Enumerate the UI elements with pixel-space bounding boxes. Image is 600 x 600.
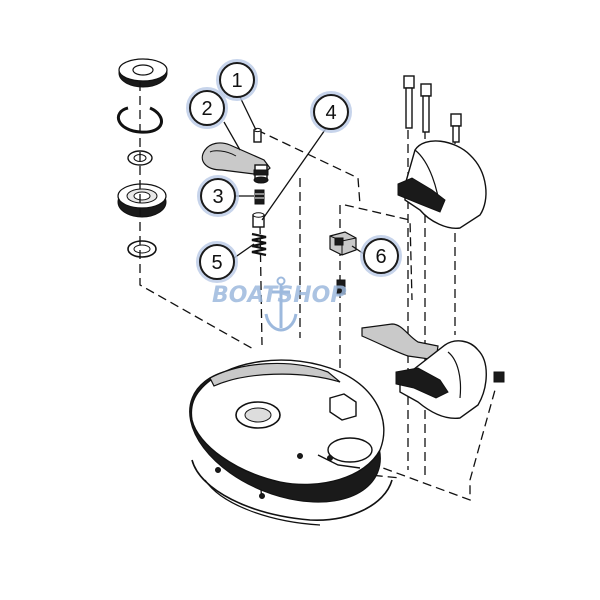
- callout-5: 5: [196, 241, 238, 283]
- shaped-plate: [361, 323, 439, 361]
- part-4-bushing: [252, 212, 265, 228]
- part-5-spring: [251, 232, 267, 257]
- callout-leaders: [223, 96, 365, 259]
- callout-1: 1: [216, 59, 258, 101]
- watermark-text: BOATSHOP: [212, 283, 346, 308]
- callout-4: 4: [310, 91, 352, 133]
- callout-label: 2: [201, 98, 212, 120]
- part-3-screw: [254, 189, 265, 205]
- anchor-icon: [264, 276, 298, 332]
- part-2-lever: [201, 142, 271, 184]
- callout-label: 5: [211, 252, 222, 274]
- callout-label: 6: [375, 246, 386, 268]
- part-6-block: [329, 231, 357, 295]
- upper-bracket: [397, 140, 487, 229]
- lower-bracket: [395, 340, 505, 419]
- callout-label: 1: [231, 70, 242, 92]
- callout-3: 3: [197, 175, 239, 217]
- main-housing: [189, 359, 385, 503]
- bottom-washer: [127, 240, 157, 258]
- bottom-gasket: [191, 459, 393, 526]
- callout-label: 4: [325, 102, 336, 124]
- callout-2: 2: [186, 87, 228, 129]
- top-seal-ring: [118, 58, 168, 88]
- bolts: [403, 75, 462, 143]
- callout-6: 6: [360, 235, 402, 277]
- watermark-logo: BOATSHOP: [212, 276, 346, 332]
- callout-label: 3: [212, 186, 223, 208]
- part-1-pin: [253, 127, 262, 143]
- ball-bearing: [117, 183, 167, 218]
